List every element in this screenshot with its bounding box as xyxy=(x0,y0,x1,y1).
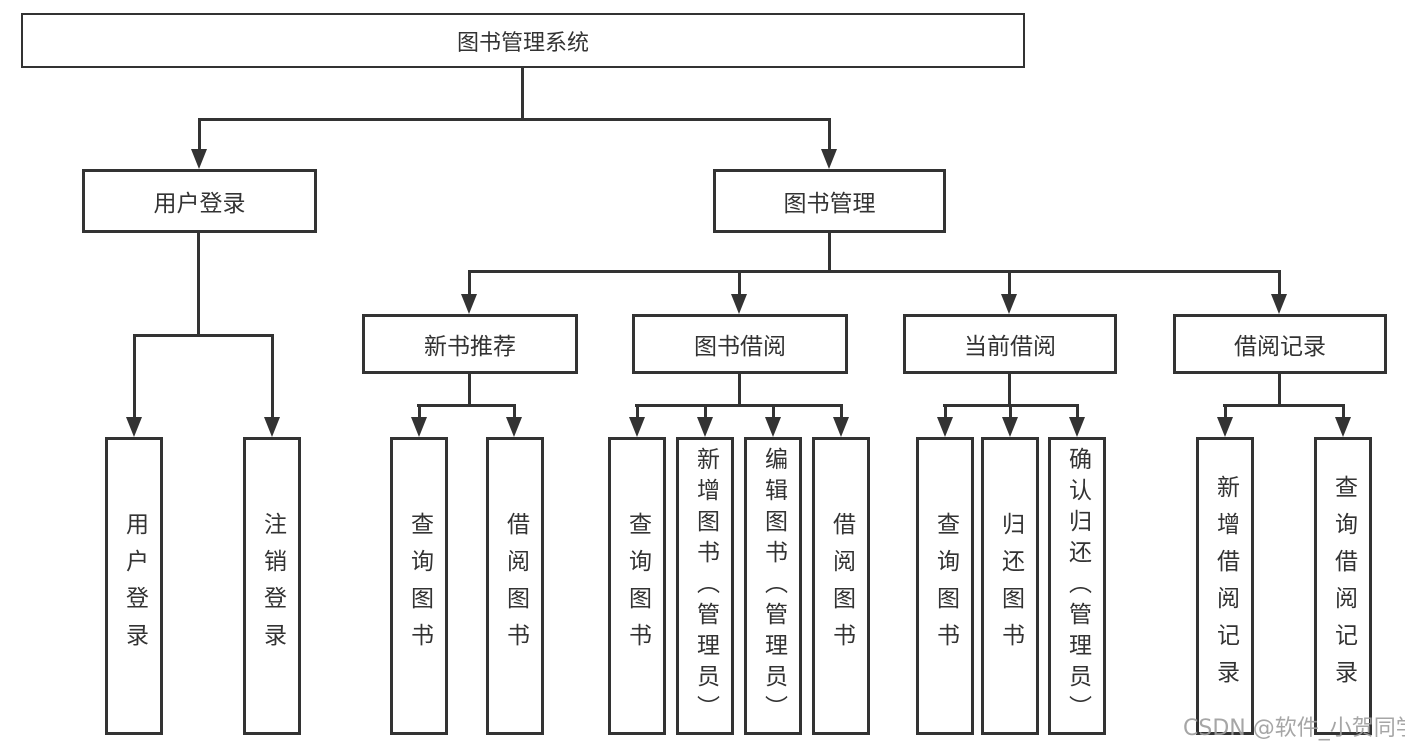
connector-line xyxy=(198,118,831,121)
connector-line xyxy=(271,334,274,420)
connector-line xyxy=(944,404,947,419)
arrow-down-icon xyxy=(461,294,477,314)
node-borrow-records-label: 借阅记录 xyxy=(1234,334,1326,360)
connector-line xyxy=(1224,404,1227,419)
connector-line xyxy=(468,372,471,407)
connector-line xyxy=(738,372,741,407)
arrow-down-icon xyxy=(765,417,781,437)
node-new-book-recommend-label: 新书推荐 xyxy=(424,334,516,360)
node-current-borrow: 当前借阅 xyxy=(903,314,1117,374)
node-book-borrow: 图书借阅 xyxy=(632,314,848,374)
arrow-down-icon xyxy=(1001,294,1017,314)
connector-line xyxy=(1076,404,1079,419)
leaf-query-borrow-record-label: 查询借阅记录 xyxy=(1330,475,1357,697)
leaf-add-books-admin: 新增图书（管理员） xyxy=(676,437,734,735)
node-user-login-label: 用户登录 xyxy=(153,191,246,217)
arrow-down-icon xyxy=(833,417,849,437)
leaf-user-login-label: 用户登录 xyxy=(121,512,148,660)
arrow-down-icon xyxy=(629,417,645,437)
leaf-logout: 注销登录 xyxy=(243,437,301,735)
leaf-return-books-label: 归还图书 xyxy=(997,512,1024,660)
node-library-system-label: 图书管理系统 xyxy=(456,30,589,56)
arrow-down-icon xyxy=(731,294,747,314)
leaf-edit-books-admin-label: 编辑图书（管理员） xyxy=(760,446,787,726)
arrow-down-icon xyxy=(1271,294,1287,314)
leaf-edit-books-admin: 编辑图书（管理员） xyxy=(744,437,802,735)
node-borrow-records: 借阅记录 xyxy=(1173,314,1387,374)
node-current-borrow-label: 当前借阅 xyxy=(964,334,1056,360)
leaf-query-books-recommend: 查询图书 xyxy=(390,437,448,735)
arrow-down-icon xyxy=(126,417,142,437)
connector-line xyxy=(468,270,471,297)
connector-line xyxy=(521,66,524,121)
connector-line xyxy=(1342,404,1345,419)
leaf-confirm-return-admin-label: 确认归还（管理员） xyxy=(1064,446,1091,726)
node-book-management: 图书管理 xyxy=(713,169,946,233)
connector-line xyxy=(1009,404,1012,419)
connector-line xyxy=(513,404,516,419)
arrow-down-icon xyxy=(1335,417,1351,437)
arrow-down-icon xyxy=(1069,417,1085,437)
leaf-query-books-current-label: 查询图书 xyxy=(932,512,959,660)
connector-line xyxy=(418,404,421,419)
connector-line xyxy=(198,118,201,152)
leaf-query-books-current: 查询图书 xyxy=(916,437,974,735)
leaf-add-borrow-record-label: 新增借阅记录 xyxy=(1212,475,1239,697)
arrow-down-icon xyxy=(1002,417,1018,437)
leaf-borrow-books: 借阅图书 xyxy=(812,437,870,735)
leaf-query-books-borrow-label: 查询图书 xyxy=(624,512,651,660)
connector-line xyxy=(1223,404,1345,407)
connector-line xyxy=(1278,372,1281,407)
leaf-borrow-books-recommend: 借阅图书 xyxy=(486,437,544,735)
arrow-down-icon xyxy=(937,417,953,437)
leaf-borrow-books-recommend-label: 借阅图书 xyxy=(502,512,529,660)
connector-line xyxy=(840,404,843,419)
leaf-confirm-return-admin: 确认归还（管理员） xyxy=(1048,437,1106,735)
leaf-query-books-borrow: 查询图书 xyxy=(608,437,666,735)
node-book-management-label: 图书管理 xyxy=(783,191,876,217)
connector-line xyxy=(197,231,200,337)
leaf-query-books-recommend-label: 查询图书 xyxy=(406,512,433,660)
connector-line xyxy=(635,404,843,407)
connector-line xyxy=(772,404,775,419)
arrow-down-icon xyxy=(411,417,427,437)
connector-line xyxy=(636,404,639,419)
connector-line xyxy=(1278,270,1281,297)
leaf-user-login: 用户登录 xyxy=(105,437,163,735)
connector-line xyxy=(133,334,274,337)
arrow-down-icon xyxy=(264,417,280,437)
node-user-login: 用户登录 xyxy=(82,169,317,233)
leaf-add-borrow-record: 新增借阅记录 xyxy=(1196,437,1254,735)
connector-line xyxy=(417,404,516,407)
node-book-borrow-label: 图书借阅 xyxy=(694,334,786,360)
node-new-book-recommend: 新书推荐 xyxy=(362,314,578,374)
connector-line xyxy=(738,270,741,297)
connector-line xyxy=(828,118,831,152)
arrow-down-icon xyxy=(821,149,837,169)
connector-line xyxy=(133,334,136,420)
arrow-down-icon xyxy=(191,149,207,169)
connector-line xyxy=(468,270,1281,273)
connector-line xyxy=(1008,372,1011,407)
leaf-borrow-books-label: 借阅图书 xyxy=(828,512,855,660)
node-library-system: 图书管理系统 xyxy=(21,13,1025,68)
arrow-down-icon xyxy=(1217,417,1233,437)
leaf-query-borrow-record: 查询借阅记录 xyxy=(1314,437,1372,735)
connector-line xyxy=(828,231,831,273)
connector-line xyxy=(704,404,707,419)
leaf-add-books-admin-label: 新增图书（管理员） xyxy=(692,446,719,726)
arrow-down-icon xyxy=(506,417,522,437)
leaf-logout-label: 注销登录 xyxy=(259,512,286,660)
connector-line xyxy=(1008,270,1011,297)
csdn-watermark: CSDN @软件_小贺同学 xyxy=(1183,716,1405,741)
leaf-return-books: 归还图书 xyxy=(981,437,1039,735)
arrow-down-icon xyxy=(697,417,713,437)
